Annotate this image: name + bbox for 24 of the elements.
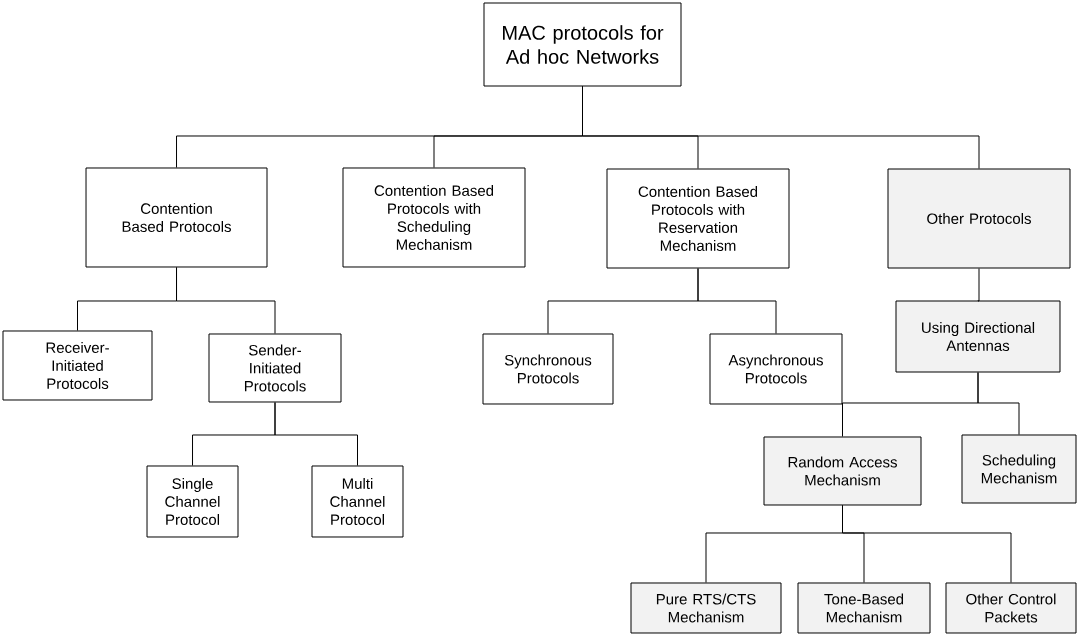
category-box: Using Directional Antennas xyxy=(895,300,1061,373)
connector xyxy=(842,505,1012,583)
connector xyxy=(977,268,980,302)
category-box: Scheduling Mechanism xyxy=(961,434,1077,504)
category-box: Sender-Initiated Protocols xyxy=(208,333,342,403)
connector xyxy=(274,402,358,466)
connector xyxy=(176,267,276,334)
category-box: Contention Based Protocols with Scheduling Mechanism xyxy=(342,167,526,268)
connector xyxy=(977,372,1020,435)
category-box: Pure RTS/CTS Mechanism xyxy=(630,582,782,634)
category-box: Other Control Packets xyxy=(945,582,1077,634)
category-box: MAC protocols for Ad hoc Networks xyxy=(483,2,682,87)
connector xyxy=(582,86,980,169)
category-box: Other Protocols xyxy=(887,168,1071,269)
category-box: Synchronous Protocols xyxy=(482,333,614,405)
category-box: Single Channel Protocol xyxy=(146,465,239,538)
category-box: Receiver-Initiated Protocols xyxy=(2,330,153,401)
connector xyxy=(697,268,777,334)
category-box: Contention Based Protocols xyxy=(85,167,268,268)
category-box: Tone-Based Mechanism xyxy=(797,582,931,634)
category-box: Contention Based Protocols with Reservation Mechanism xyxy=(606,168,790,269)
category-box: Random Access Mechanism xyxy=(763,436,922,506)
category-box: Multi Channel Protocol xyxy=(311,465,404,538)
category-box: Asynchronous Protocols xyxy=(709,333,843,405)
